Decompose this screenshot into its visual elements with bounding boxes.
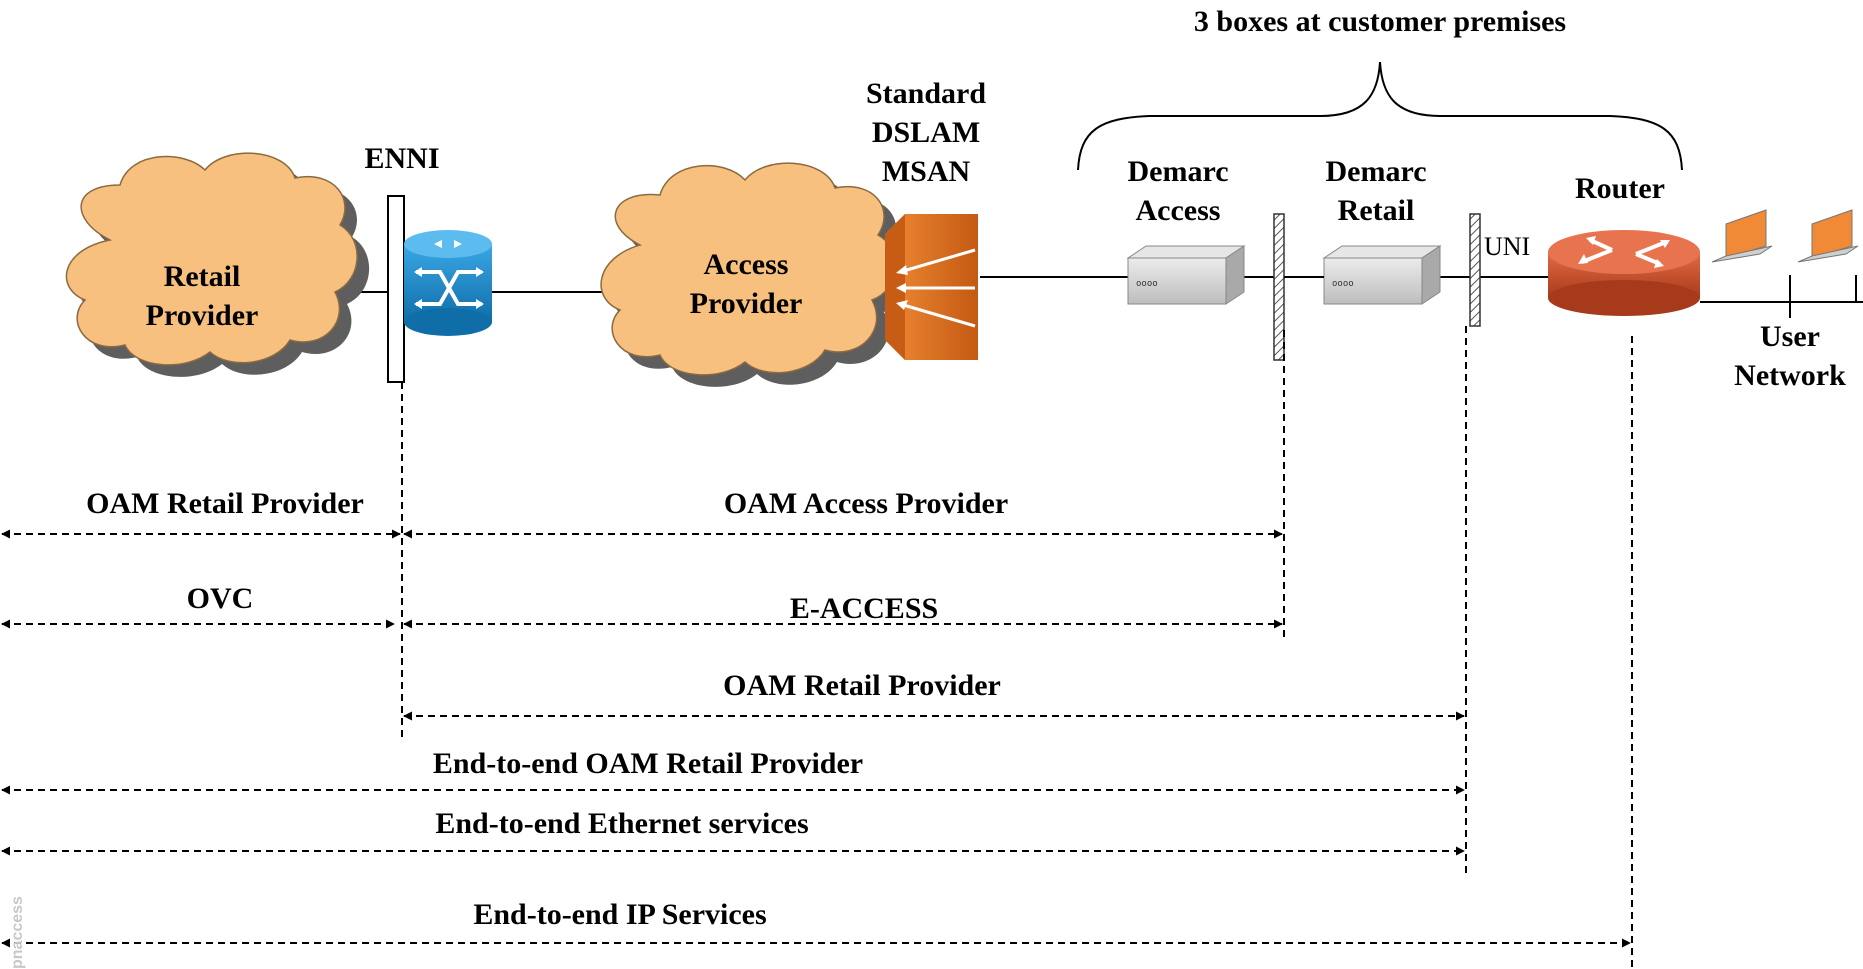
dslam-icon xyxy=(885,214,978,360)
dslam-label-2: DSLAM xyxy=(872,116,980,149)
laptop-icon xyxy=(1797,209,1859,263)
demarc-access-label-1: Demarc xyxy=(1127,155,1228,188)
user-network-label-1: User xyxy=(1760,320,1820,353)
span-label-oam-retail-left: OAM Retail Provider xyxy=(86,487,364,520)
span-label-oam-access: OAM Access Provider xyxy=(724,487,1008,520)
demarc-retail-box: oooo xyxy=(1322,245,1442,305)
access-provider-label-1: Access xyxy=(704,248,789,281)
span-label-oam-retail-mid: OAM Retail Provider xyxy=(723,669,1001,702)
demarc-retail-label-2: Retail xyxy=(1338,194,1415,227)
demarc-retail-label-1: Demarc xyxy=(1325,155,1426,188)
span-label-e2e-oam: End-to-end OAM Retail Provider xyxy=(433,747,863,780)
demarc-access-label-2: Access xyxy=(1136,194,1221,227)
laptop-icon xyxy=(1711,209,1773,263)
demarc-access-boundary xyxy=(1273,213,1285,361)
demarc-retail-ports: oooo xyxy=(1332,279,1354,289)
uni-boundary xyxy=(1469,213,1481,327)
span-label-e2e-ethernet: End-to-end Ethernet services xyxy=(435,807,808,840)
retail-provider-label-2: Provider xyxy=(146,299,259,332)
enni-label: ENNI xyxy=(364,142,439,175)
dslam-label-1: Standard xyxy=(866,77,986,110)
retail-provider-cloud: Retail Provider xyxy=(65,152,370,377)
premises-brace xyxy=(1077,61,1683,171)
demarc-access-ports: oooo xyxy=(1136,279,1158,289)
router-label: Router xyxy=(1575,172,1665,205)
enni-bar xyxy=(387,195,405,383)
span-label-e-access: E-ACCESS xyxy=(790,592,938,625)
dslam-label-3: MSAN xyxy=(882,155,971,188)
switch-icon xyxy=(404,230,492,336)
premises-label: 3 boxes at customer premises xyxy=(1194,5,1566,38)
uni-label: UNI xyxy=(1484,232,1530,261)
router-icon xyxy=(1548,230,1700,316)
span-label-ovc: OVC xyxy=(187,582,254,615)
retail-provider-label-1: Retail xyxy=(164,260,241,293)
span-label-e2e-ip: End-to-end IP Services xyxy=(473,898,766,931)
watermark-text: pnaccess xyxy=(9,896,26,969)
user-network-label-2: Network xyxy=(1734,359,1846,392)
access-provider-label-2: Provider xyxy=(690,287,803,320)
access-provider-cloud: Access Provider xyxy=(600,162,908,387)
demarc-access-box: oooo xyxy=(1126,245,1246,305)
